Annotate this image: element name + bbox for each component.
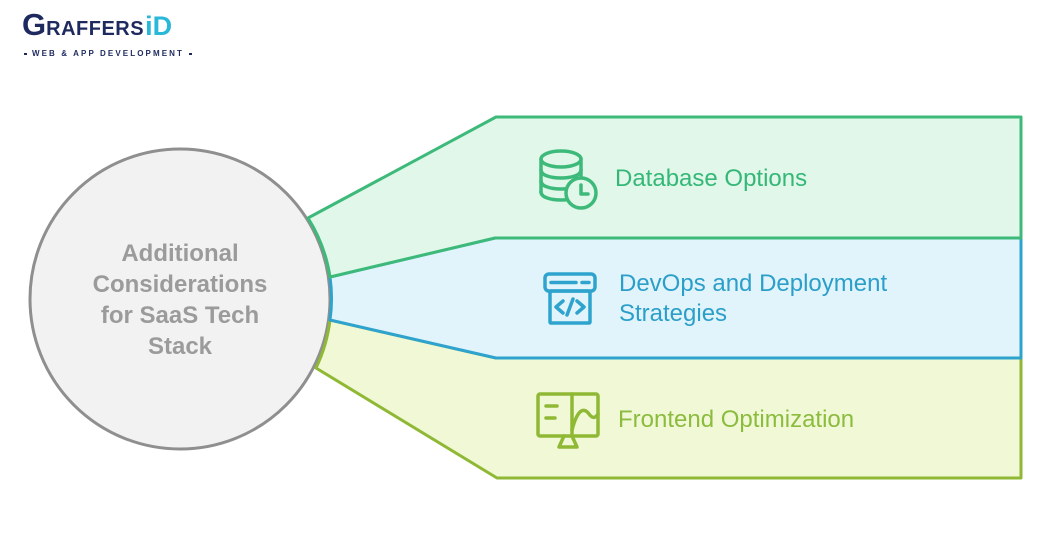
tagline-dash-right — [189, 52, 192, 55]
brand-logo-i: i — [145, 11, 153, 41]
center-circle-shape — [28, 147, 332, 451]
branch-frontend-label: Frontend Optimization — [618, 406, 855, 433]
branch-database-label: Database Options — [615, 165, 808, 192]
brand-logo-g: G — [22, 7, 47, 42]
branch-database-shape — [306, 115, 1023, 279]
center-label-line-1: Additional — [121, 240, 239, 267]
brand-logo-rest: RAFFERS — [46, 18, 145, 40]
branch-database: Database Options — [534, 140, 807, 218]
center-label-line-2: Considerations — [92, 271, 268, 298]
brand-logo-d: D — [152, 11, 173, 41]
database-clock-icon — [539, 149, 598, 210]
branch-devops-label-line-1: DevOps and Deployment — [619, 270, 888, 297]
brand-tagline-row: WEB & APP DEVELOPMENT — [24, 49, 192, 58]
center-label-line-3: for SaaS Tech — [100, 302, 260, 329]
center-label: Additional Considerations for SaaS Tech … — [50, 238, 310, 362]
deployment-code-box-icon — [543, 272, 597, 325]
branch-devops: DevOps and Deployment Strategies — [538, 262, 887, 336]
branch-frontend: Frontend Optimization — [532, 389, 854, 451]
center-label-line-4: Stack — [147, 333, 213, 360]
branch-devops-label: DevOps and Deployment Strategies — [619, 269, 887, 329]
monitor-chart-icon — [536, 392, 600, 449]
brand-logo-text: GRAFFERSiD — [22, 8, 192, 48]
tagline-dash-left — [24, 52, 27, 55]
brand-logo: GRAFFERSiD WEB & APP DEVELOPMENT — [22, 8, 192, 58]
brand-tagline: WEB & APP DEVELOPMENT — [31, 49, 185, 58]
branch-devops-label-line-2: Strategies — [619, 300, 728, 327]
